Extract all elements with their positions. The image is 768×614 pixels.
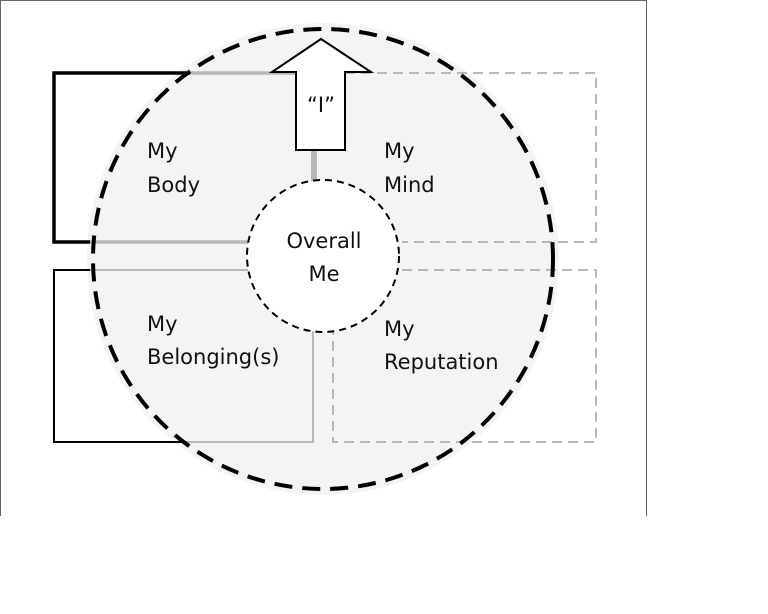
belongings-box-outline bbox=[53, 269, 184, 443]
mind-label-line2: Mind bbox=[384, 173, 435, 197]
center-label-line2: Me bbox=[308, 262, 339, 286]
i-arrow bbox=[268, 37, 375, 151]
center-circle bbox=[246, 179, 400, 333]
center-label-line1: Overall bbox=[286, 229, 361, 253]
body-box-outline bbox=[52, 71, 190, 244]
outer-circle bbox=[91, 27, 555, 491]
mind-label-line1: My bbox=[384, 139, 415, 163]
body-label-line2: Body bbox=[147, 173, 200, 197]
reputation-box-outline bbox=[332, 269, 597, 443]
arrow-label: “I” bbox=[307, 93, 335, 117]
belongings-label-line1: My bbox=[147, 312, 178, 336]
belongings-label-line2: Belonging(s) bbox=[147, 345, 279, 369]
reputation-label-line2: Reputation bbox=[384, 350, 499, 374]
body-label-line1: My bbox=[147, 139, 178, 163]
belongings-box-gray bbox=[90, 269, 314, 443]
reputation-label-line1: My bbox=[384, 317, 415, 341]
